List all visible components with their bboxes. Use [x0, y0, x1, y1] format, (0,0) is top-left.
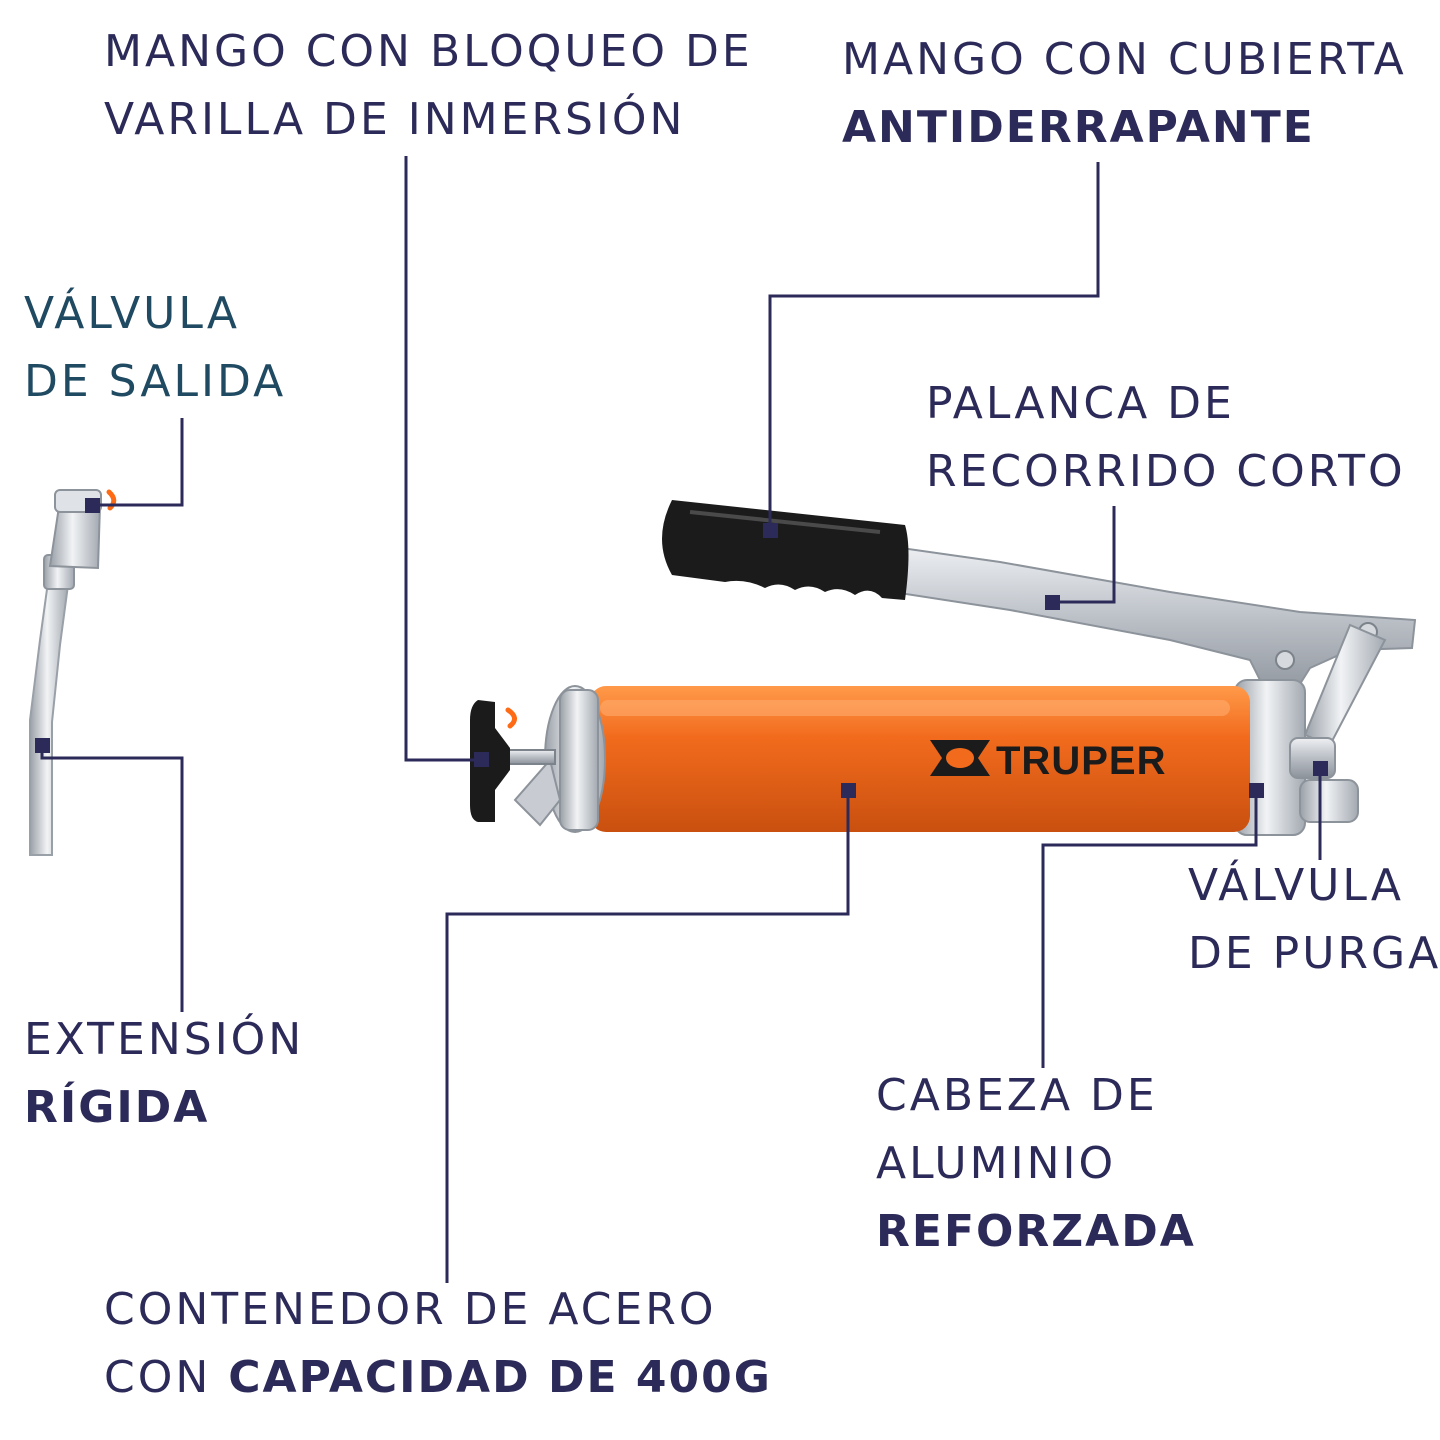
label-valvula-purga-line1: VÁLVULA [1188, 860, 1404, 911]
marker-contenedor [841, 783, 856, 798]
label-contenedor-line1: CONTENEDOR DE ACERO [104, 1284, 717, 1335]
outlet-valve-accent [106, 489, 117, 511]
label-valvula-purga-line2: DE PURGA [1188, 928, 1440, 979]
marker-palanca [1045, 595, 1060, 610]
marker-extension [35, 738, 50, 753]
marker-purga [1313, 761, 1328, 776]
leader-line-extension [40, 745, 184, 1012]
label-mango-cubierta-line1: MANGO CON CUBIERTA [842, 34, 1407, 85]
label-palanca: PALANCA DE RECORRIDO CORTO [926, 370, 1406, 506]
leader-line-cubierta [768, 162, 1100, 530]
leader-line-palanca [1052, 506, 1116, 604]
label-mango-cubierta-line2: ANTIDERRAPANTE [842, 102, 1315, 153]
label-cabeza: CABEZA DE ALUMINIO REFORZADA [876, 1062, 1196, 1266]
label-valvula-purga: VÁLVULA DE PURGA [1188, 852, 1440, 988]
label-valvula-salida-line2: DE SALIDA [24, 356, 287, 407]
label-contenedor-line2-bold: CAPACIDAD DE 400G [228, 1352, 772, 1403]
label-contenedor: CONTENEDOR DE ACERO CON CAPACIDAD DE 400… [104, 1276, 772, 1412]
anti-slip-handle-grip [662, 500, 909, 600]
label-contenedor-line2-plain: CON [104, 1352, 229, 1403]
plunger-rod-handle [470, 700, 556, 822]
label-extension-line2: RÍGIDA [24, 1082, 210, 1133]
label-valvula-salida: VÁLVULA DE SALIDA [24, 280, 286, 416]
label-extension-line1: EXTENSIÓN [24, 1014, 305, 1065]
marker-cabeza [1249, 783, 1264, 798]
marker-bloqueo [474, 752, 489, 767]
short-stroke-lever [879, 543, 1417, 747]
label-palanca-line2: RECORRIDO CORTO [926, 446, 1406, 497]
label-extension: EXTENSIÓN RÍGIDA [24, 1006, 304, 1142]
steel-barrel [513, 685, 1250, 833]
label-valvula-salida-line1: VÁLVULA [24, 288, 240, 339]
label-cabeza-line2: ALUMINIO [876, 1138, 1117, 1189]
logo-text: TRUPER [996, 739, 1166, 783]
label-mango-cubierta: MANGO CON CUBIERTA ANTIDERRAPANTE [842, 26, 1407, 162]
leader-line-salida [92, 418, 184, 507]
leader-line-bloqueo [404, 156, 480, 762]
leader-line-cabeza [1041, 790, 1258, 1068]
label-cabeza-line1: CABEZA DE [876, 1070, 1158, 1121]
label-mango-bloqueo: MANGO CON BLOQUEO DE VARILLA DE INMERSIÓ… [104, 18, 753, 154]
truper-logo-icon [930, 740, 990, 776]
marker-cubierta [763, 523, 778, 538]
leader-line-contenedor [445, 790, 850, 1283]
label-palanca-line1: PALANCA DE [926, 378, 1235, 429]
marker-salida [85, 498, 100, 513]
label-mango-bloqueo-line1: MANGO CON BLOQUEO DE [104, 26, 753, 77]
rigid-extension-tube [29, 489, 102, 856]
plunger-accent [505, 707, 517, 729]
brand-logo: TRUPER [930, 739, 1166, 783]
label-cabeza-line3: REFORZADA [876, 1206, 1196, 1257]
label-mango-bloqueo-line2: VARILLA DE INMERSIÓN [104, 94, 686, 145]
